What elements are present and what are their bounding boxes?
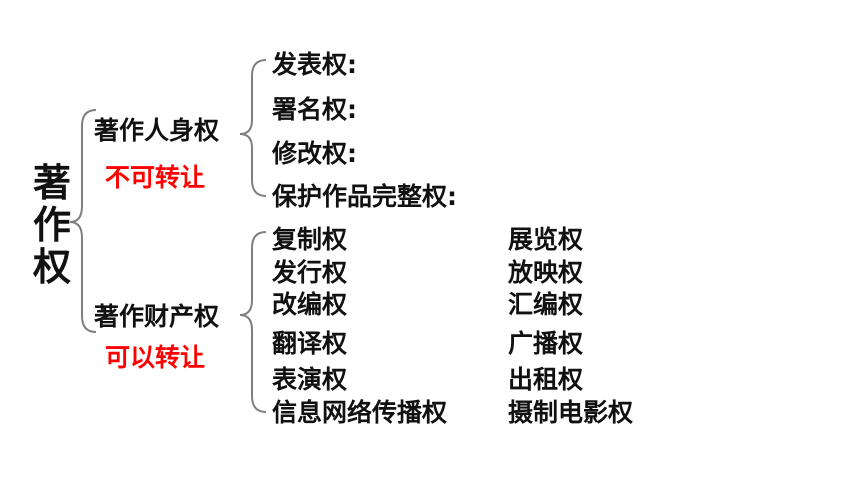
property-right-item: 出租权 xyxy=(508,365,584,394)
copyright-root-label: 著 作 权 xyxy=(30,162,74,288)
root-char: 权 xyxy=(32,245,71,289)
personal-right-item: 修改权: xyxy=(272,139,357,168)
property-right-item: 改编权 xyxy=(272,290,348,319)
personal-rights-label: 著作人身权 xyxy=(94,116,220,145)
property-right-item: 复制权 xyxy=(272,225,348,254)
personal-right-item: 署名权: xyxy=(272,95,357,124)
root-brace xyxy=(69,109,97,333)
property-right-item: 展览权 xyxy=(508,225,584,254)
property-right-item: 翻译权 xyxy=(272,329,348,358)
property-right-item: 发行权 xyxy=(272,258,348,287)
personal-rights-note: 不可转让 xyxy=(105,163,206,192)
property-rights-label: 著作财产权 xyxy=(94,302,220,331)
property-brace xyxy=(239,231,267,413)
personal-brace xyxy=(239,59,267,197)
property-right-item: 信息网络传播权 xyxy=(272,398,448,427)
property-rights-note: 可以转让 xyxy=(105,343,206,372)
property-right-item: 表演权 xyxy=(272,365,348,394)
property-right-item: 汇编权 xyxy=(508,290,584,319)
personal-right-item: 发表权: xyxy=(272,50,357,79)
root-char: 作 xyxy=(32,203,71,247)
property-right-item: 摄制电影权 xyxy=(508,398,634,427)
property-right-item: 放映权 xyxy=(508,258,584,287)
personal-right-item: 保护作品完整权: xyxy=(272,182,457,211)
property-right-item: 广播权 xyxy=(508,329,584,358)
root-char: 著 xyxy=(32,161,71,205)
